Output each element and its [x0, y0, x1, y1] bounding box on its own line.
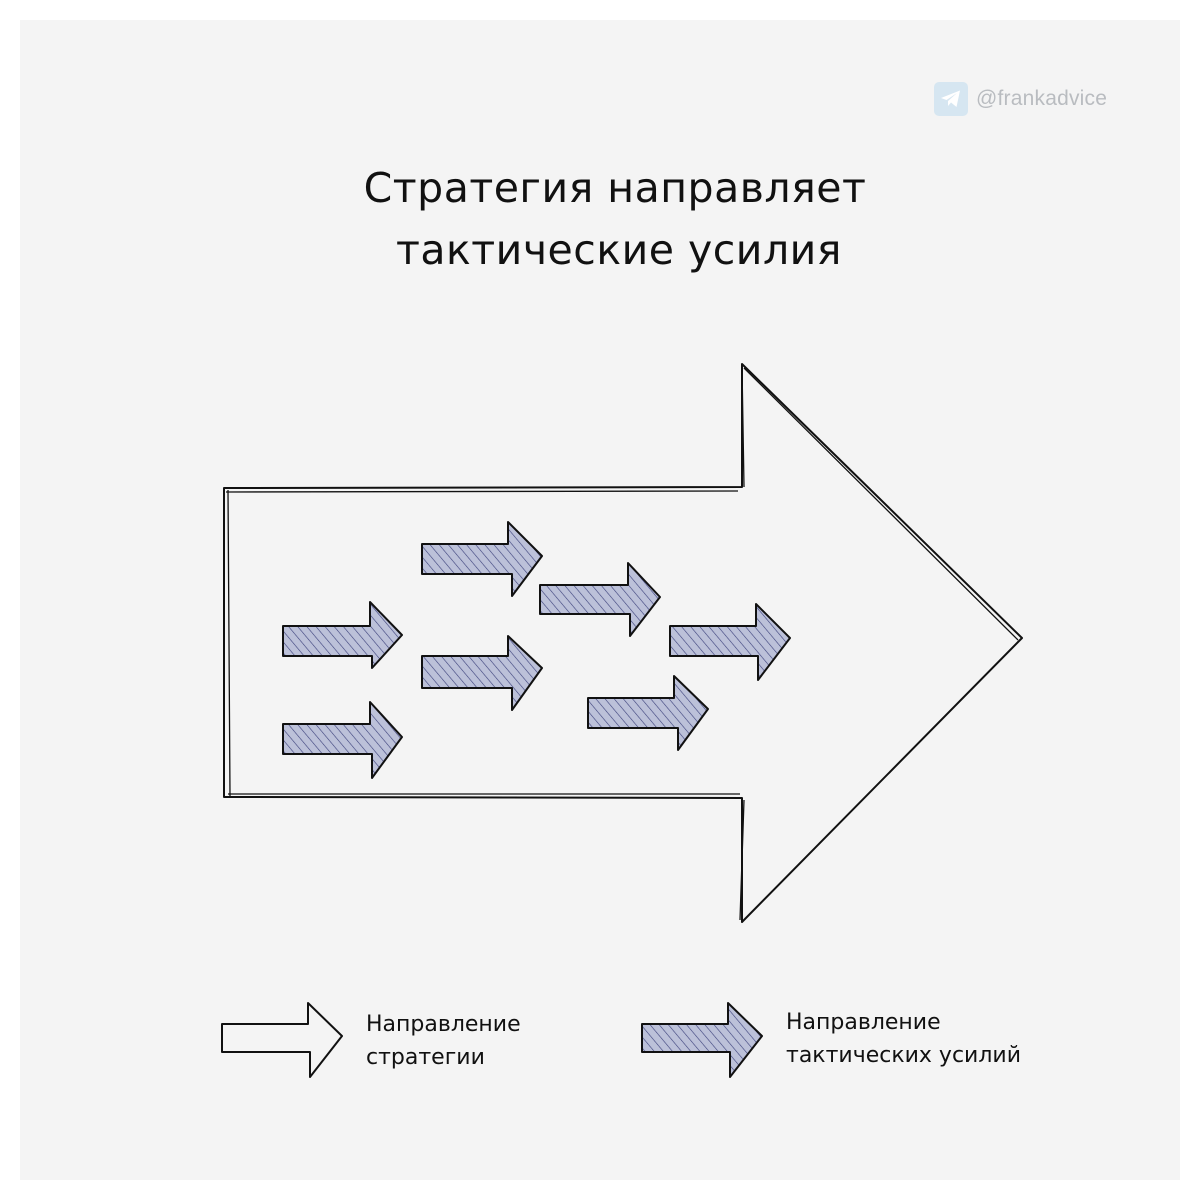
tactic-arrow	[282, 701, 403, 779]
legend-tactic-arrow-icon	[641, 1002, 763, 1078]
watermark-handle: @frankadvice	[976, 87, 1108, 110]
legend-tactic-label: Направление тактических усилий	[786, 1006, 1021, 1072]
tactic-arrow	[421, 521, 543, 597]
strategy-direction-arrow	[223, 363, 1023, 923]
legend-strategy-label: Направление стратегии	[366, 1008, 521, 1074]
tactic-arrow	[669, 603, 791, 681]
legend-strategy-line-1: Направление	[366, 1012, 521, 1037]
watermark: @frankadvice	[934, 82, 1107, 116]
tactic-arrow	[421, 635, 543, 711]
legend-strategy-arrow-icon	[221, 1002, 343, 1078]
title-line-1: Стратегия направляет	[363, 164, 867, 213]
page-title: Стратегия направляет тактические усилия	[300, 157, 930, 281]
tactic-arrow	[282, 601, 403, 669]
legend-tactic-line-2: тактических усилий	[786, 1043, 1021, 1068]
telegram-icon	[934, 82, 968, 116]
legend-strategy-line-2: стратегии	[366, 1045, 485, 1070]
title-line-2: тактические усилия	[396, 226, 842, 275]
tactic-arrow	[587, 675, 709, 751]
legend-tactic-line-1: Направление	[786, 1010, 941, 1035]
tactic-arrow	[539, 562, 661, 637]
